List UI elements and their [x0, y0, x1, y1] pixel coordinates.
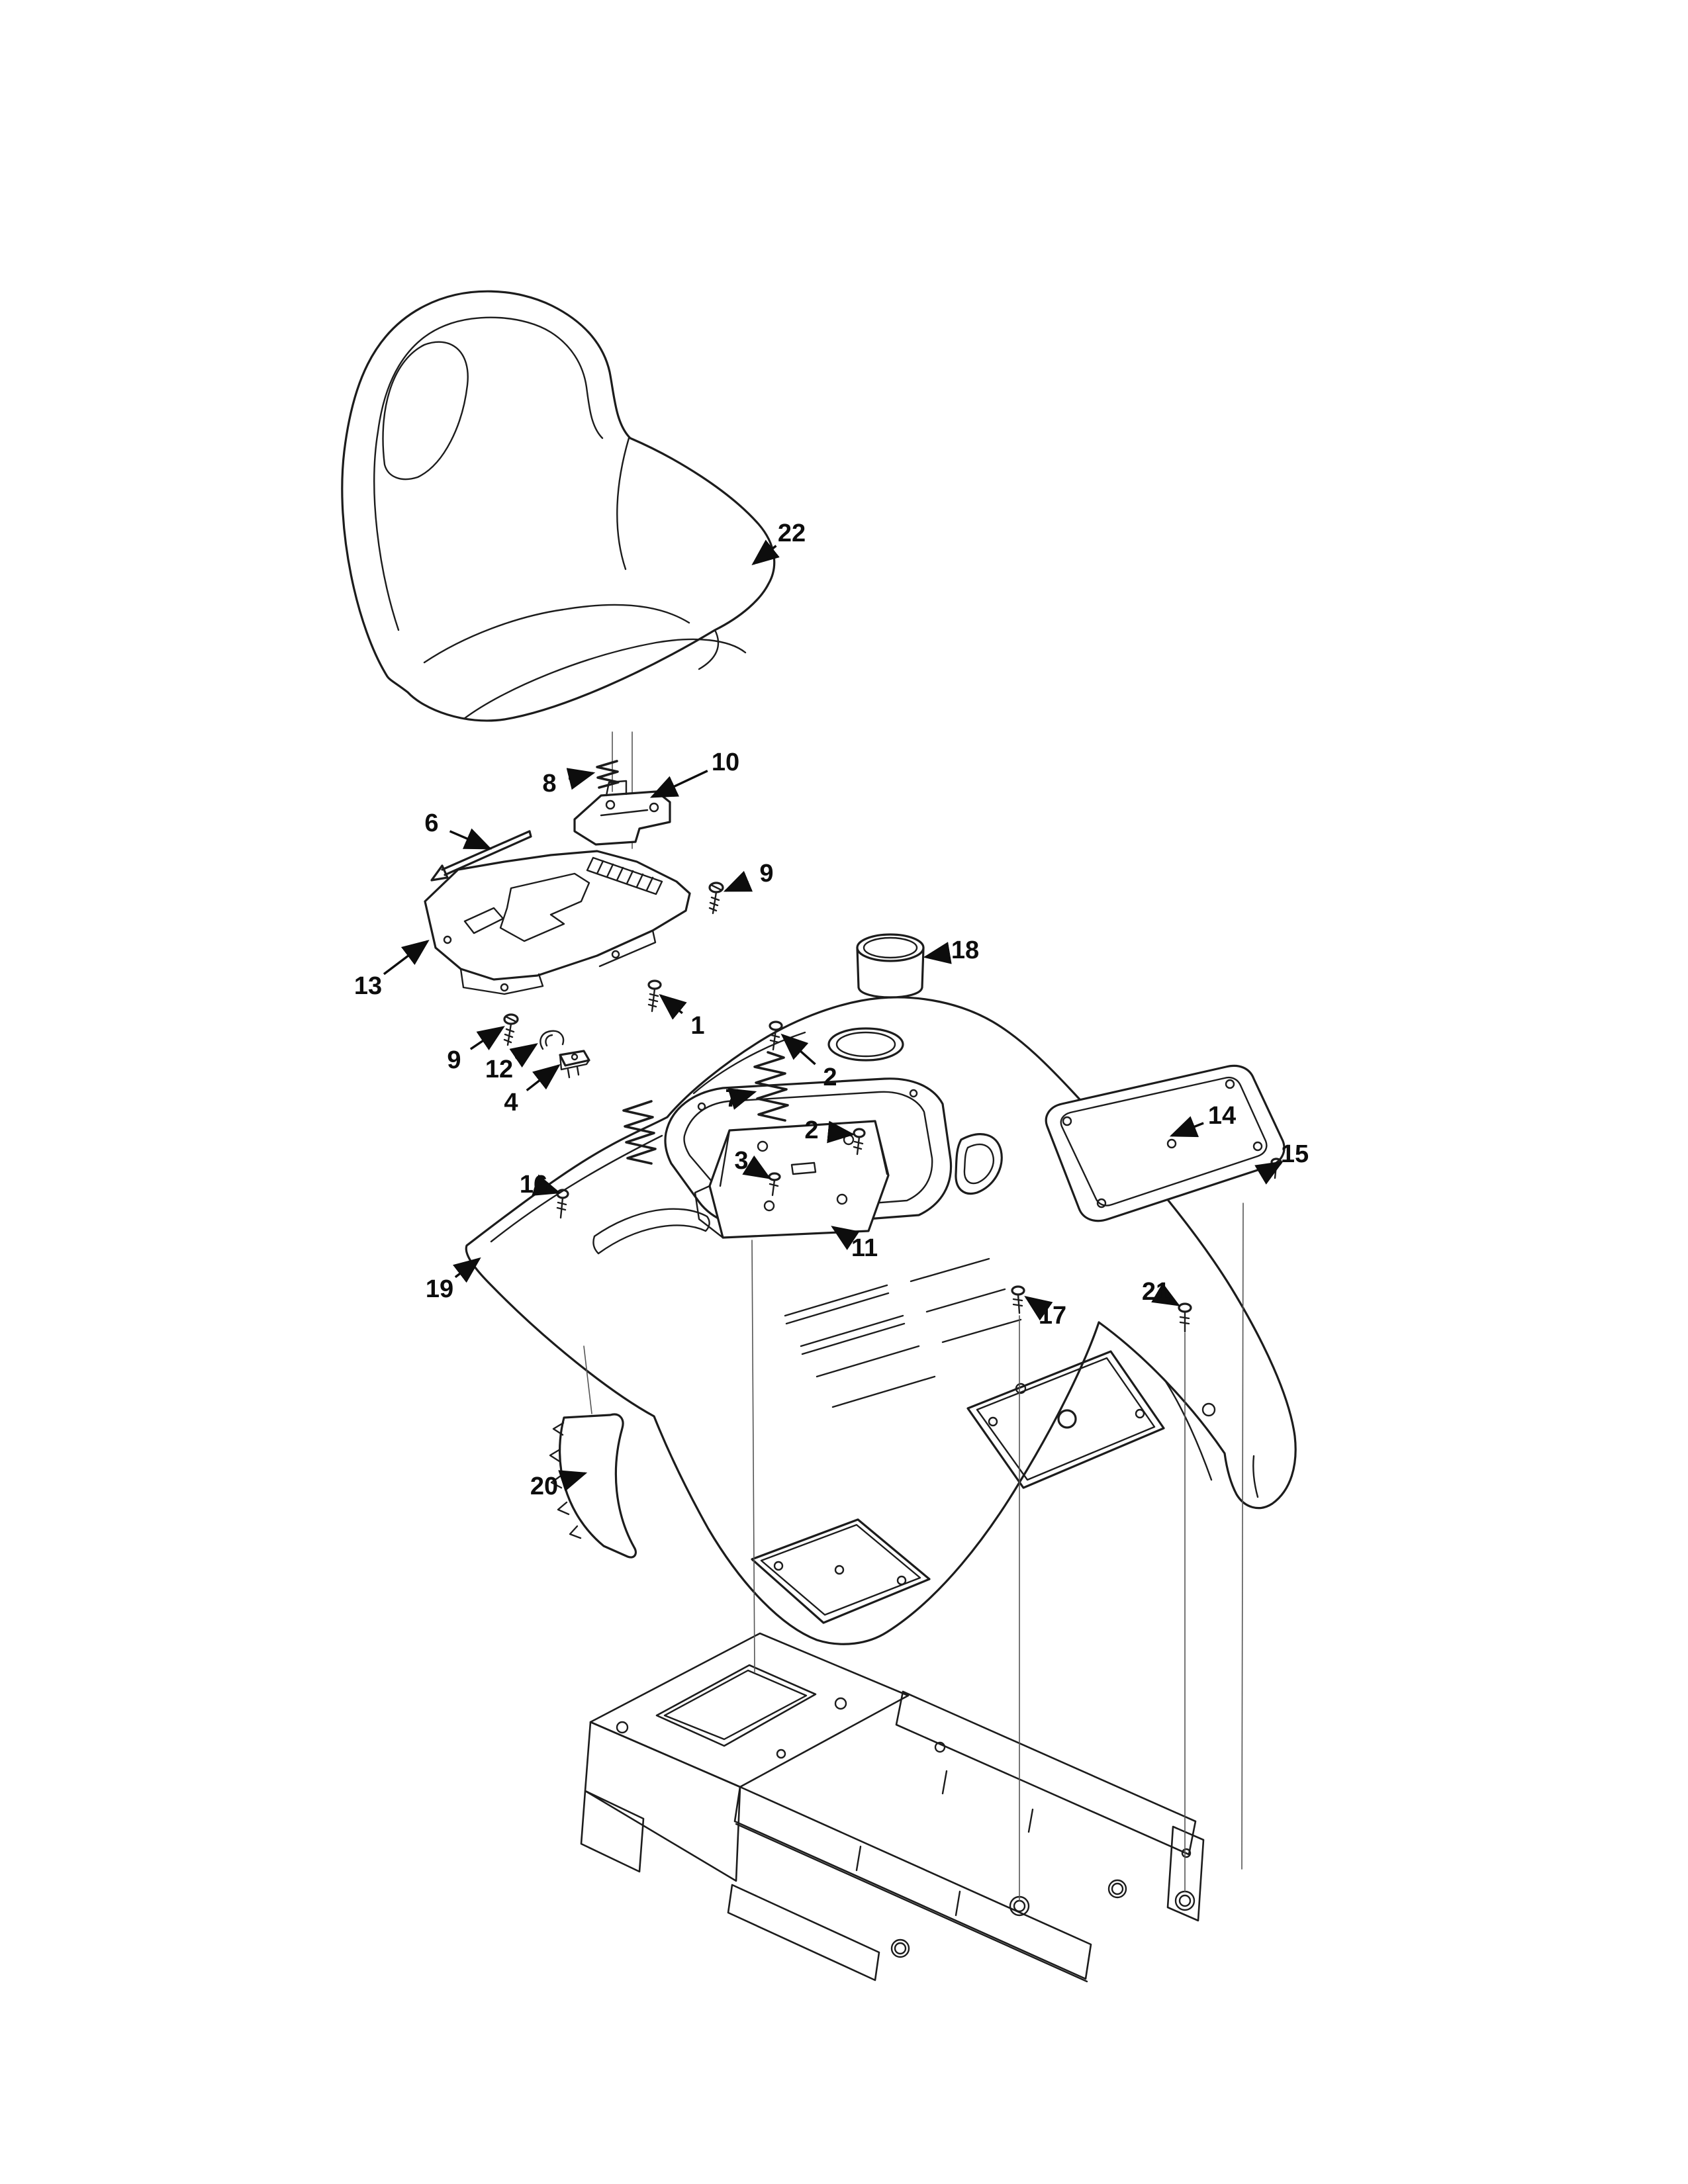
- callout-12: 12: [485, 1056, 514, 1083]
- bracket-11: [694, 1120, 890, 1239]
- callout-13: 13: [353, 972, 383, 1000]
- screw-2a: [769, 1021, 783, 1051]
- leader-line-11: [831, 1226, 860, 1250]
- leader-line-1: [659, 993, 687, 1020]
- switch-4: [559, 1050, 590, 1079]
- spring-8: [596, 760, 620, 789]
- leader-line-20: [558, 1470, 588, 1492]
- callout-20: 20: [530, 1473, 559, 1500]
- leader-line-8: [566, 768, 596, 790]
- leader-line-14: [1169, 1116, 1204, 1138]
- callout-1: 1: [690, 1012, 705, 1040]
- bolt-17: [1011, 1285, 1025, 1314]
- callout-14: 14: [1207, 1102, 1237, 1130]
- frame: [580, 1632, 1205, 1983]
- leader-line-4: [526, 1064, 561, 1091]
- leader-line-3: [742, 1155, 771, 1179]
- leader-line-22: [751, 539, 780, 566]
- screw-9b: [503, 1013, 519, 1046]
- leader-line-9b: [469, 1026, 505, 1051]
- callout-7: 7: [725, 1085, 739, 1113]
- callout-11: 11: [851, 1234, 878, 1262]
- callout-10: 10: [711, 749, 740, 776]
- bracket-10: [573, 780, 671, 846]
- screw-9a: [708, 882, 724, 915]
- leader-line-10: [649, 770, 708, 798]
- panel-14: [1045, 1064, 1286, 1222]
- callout-8: 8: [542, 770, 557, 797]
- spring-7a: [753, 1051, 789, 1122]
- callout-2a: 2: [823, 1064, 837, 1091]
- callout-9a: 9: [759, 860, 774, 887]
- clip-12: [539, 1030, 565, 1050]
- callout-21: 21: [1141, 1278, 1170, 1306]
- leader-line-16: [532, 1174, 561, 1196]
- leader-line-19: [452, 1257, 481, 1283]
- callout-6: 6: [424, 809, 439, 837]
- leader-line-17: [1024, 1296, 1053, 1321]
- callout-15: 15: [1280, 1140, 1309, 1168]
- callout-16: 16: [519, 1171, 548, 1199]
- callout-18: 18: [951, 936, 980, 964]
- callout-4: 4: [504, 1089, 518, 1116]
- spring-7b: [622, 1100, 657, 1165]
- leader-line-7: [727, 1088, 757, 1110]
- leader-line-15: [1254, 1161, 1284, 1185]
- seat-plate-13: [424, 850, 691, 995]
- cup-holder-18: [856, 933, 925, 999]
- leader-line-21: [1151, 1283, 1180, 1306]
- bolt-1: [647, 979, 662, 1013]
- leader-line-12: [509, 1043, 538, 1068]
- rod-6: [430, 830, 532, 882]
- callout-17: 17: [1038, 1302, 1067, 1330]
- leader-line-13: [383, 939, 430, 976]
- leader-line-2a: [780, 1033, 816, 1066]
- bolt-21: [1178, 1302, 1192, 1333]
- alignment-lines: [583, 731, 1244, 1901]
- callout-2b: 2: [804, 1116, 819, 1144]
- leader-line-18: [923, 942, 952, 964]
- callout-19: 19: [425, 1275, 454, 1303]
- leader-line-2b: [827, 1120, 855, 1144]
- seat-22: [341, 290, 776, 722]
- callout-3: 3: [734, 1147, 749, 1175]
- leader-line-6: [449, 828, 492, 850]
- leader-line-9a: [723, 870, 753, 892]
- callout-9b: 9: [447, 1046, 461, 1074]
- callout-22: 22: [777, 520, 806, 547]
